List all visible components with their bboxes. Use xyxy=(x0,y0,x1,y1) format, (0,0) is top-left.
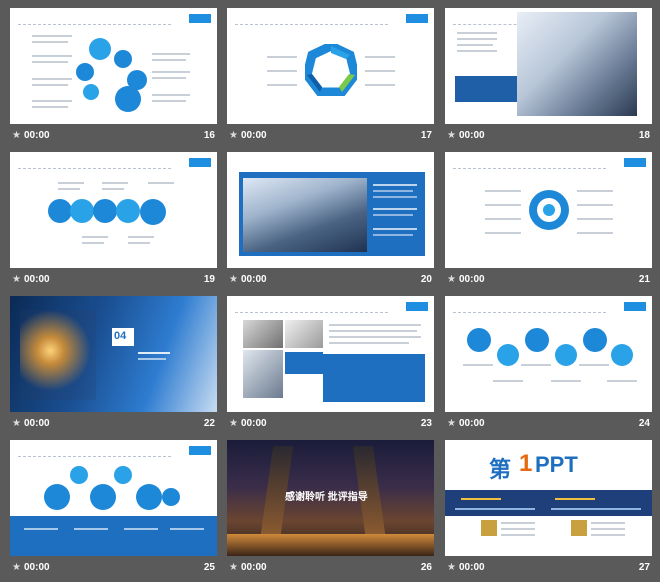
logo-number: 1 xyxy=(519,450,533,477)
slide-thumbnail-25[interactable]: ★ 00:00 25 xyxy=(10,440,217,582)
star-icon: ★ xyxy=(12,562,21,573)
text-block xyxy=(455,76,517,102)
star-icon: ★ xyxy=(447,418,456,429)
slide-18-canvas xyxy=(445,8,652,124)
star-icon: ★ xyxy=(229,130,238,141)
photo-skyscrapers xyxy=(243,178,367,252)
slide-number: 16 xyxy=(203,130,215,141)
slide-number: 25 xyxy=(203,562,215,573)
slide-thumbnail-19[interactable]: ★ 00:00 19 xyxy=(10,152,217,294)
slide-thumbnail-23[interactable]: ★ 00:00 23 xyxy=(227,296,434,438)
star-icon: ★ xyxy=(447,130,456,141)
slide-20-canvas xyxy=(227,152,434,268)
slide-thumbnail-21[interactable]: ★ 00:00 21 xyxy=(445,152,652,294)
slide-22-canvas: 04 xyxy=(10,296,217,412)
slide-time: 00:00 xyxy=(241,418,267,429)
slide-time: 00:00 xyxy=(241,130,267,141)
slide-thumbnail-22[interactable]: 04 ★ 00:00 22 xyxy=(10,296,217,438)
slide-time: 00:00 xyxy=(24,130,50,141)
slide-thumbnail-27[interactable]: 第 1 PPT ★ 00:00 27 xyxy=(445,440,652,582)
slide-24-canvas xyxy=(445,296,652,412)
slide-number: 20 xyxy=(420,274,432,285)
slide-time: 00:00 xyxy=(459,274,485,285)
star-icon: ★ xyxy=(447,274,456,285)
star-icon: ★ xyxy=(12,130,21,141)
slide-time: 00:00 xyxy=(459,418,485,429)
photo-handshake xyxy=(517,12,637,116)
slide-number: 24 xyxy=(638,418,650,429)
slide-time: 00:00 xyxy=(459,130,485,141)
slide-thumbnail-20[interactable]: ★ 00:00 20 xyxy=(227,152,434,294)
slide-19-canvas xyxy=(10,152,217,268)
star-icon: ★ xyxy=(447,562,456,573)
slide-number: 17 xyxy=(420,130,432,141)
slide-time: 00:00 xyxy=(241,274,267,285)
slide-16-canvas xyxy=(10,8,217,124)
slide-23-canvas xyxy=(227,296,434,412)
slide-thumbnail-24[interactable]: ★ 00:00 24 xyxy=(445,296,652,438)
slide-thumbnail-18[interactable]: ★ 00:00 18 xyxy=(445,8,652,150)
slide-thumbnail-26[interactable]: 感谢聆听 批评指导 ★ 00:00 26 xyxy=(227,440,434,582)
slide-27-canvas: 第 1 PPT xyxy=(445,440,652,556)
slide-21-canvas xyxy=(445,152,652,268)
slide-26-canvas: 感谢聆听 批评指导 xyxy=(227,440,434,556)
slide-number: 21 xyxy=(638,274,650,285)
slide-time: 00:00 xyxy=(24,418,50,429)
star-icon: ★ xyxy=(229,274,238,285)
slide-number: 23 xyxy=(420,418,432,429)
slide-number: 27 xyxy=(638,562,650,573)
slide-number: 26 xyxy=(420,562,432,573)
logo-right: PPT xyxy=(535,452,578,477)
photo-city xyxy=(243,320,283,348)
slide-number: 18 xyxy=(638,130,650,141)
star-icon: ★ xyxy=(12,418,21,429)
slide-number: 19 xyxy=(203,274,215,285)
section-number: 04 xyxy=(114,330,127,342)
slide-25-canvas xyxy=(10,440,217,556)
slide-thumbnail-17[interactable]: ★ 00:00 17 xyxy=(227,8,434,150)
heptagon-diagram xyxy=(305,44,357,96)
photo-office xyxy=(243,350,283,398)
closing-title: 感谢聆听 批评指导 xyxy=(285,492,368,503)
slide-time: 00:00 xyxy=(24,274,50,285)
slide-time: 00:00 xyxy=(241,562,267,573)
logo-left: 第 xyxy=(489,457,512,482)
slide-thumbnail-16[interactable]: ★ 00:00 16 xyxy=(10,8,217,150)
star-icon: ★ xyxy=(229,418,238,429)
star-icon: ★ xyxy=(12,274,21,285)
slide-time: 00:00 xyxy=(24,562,50,573)
slide-17-canvas xyxy=(227,8,434,124)
photo-person xyxy=(285,320,323,348)
slide-number: 22 xyxy=(203,418,215,429)
star-icon: ★ xyxy=(229,562,238,573)
slide-time: 00:00 xyxy=(459,562,485,573)
